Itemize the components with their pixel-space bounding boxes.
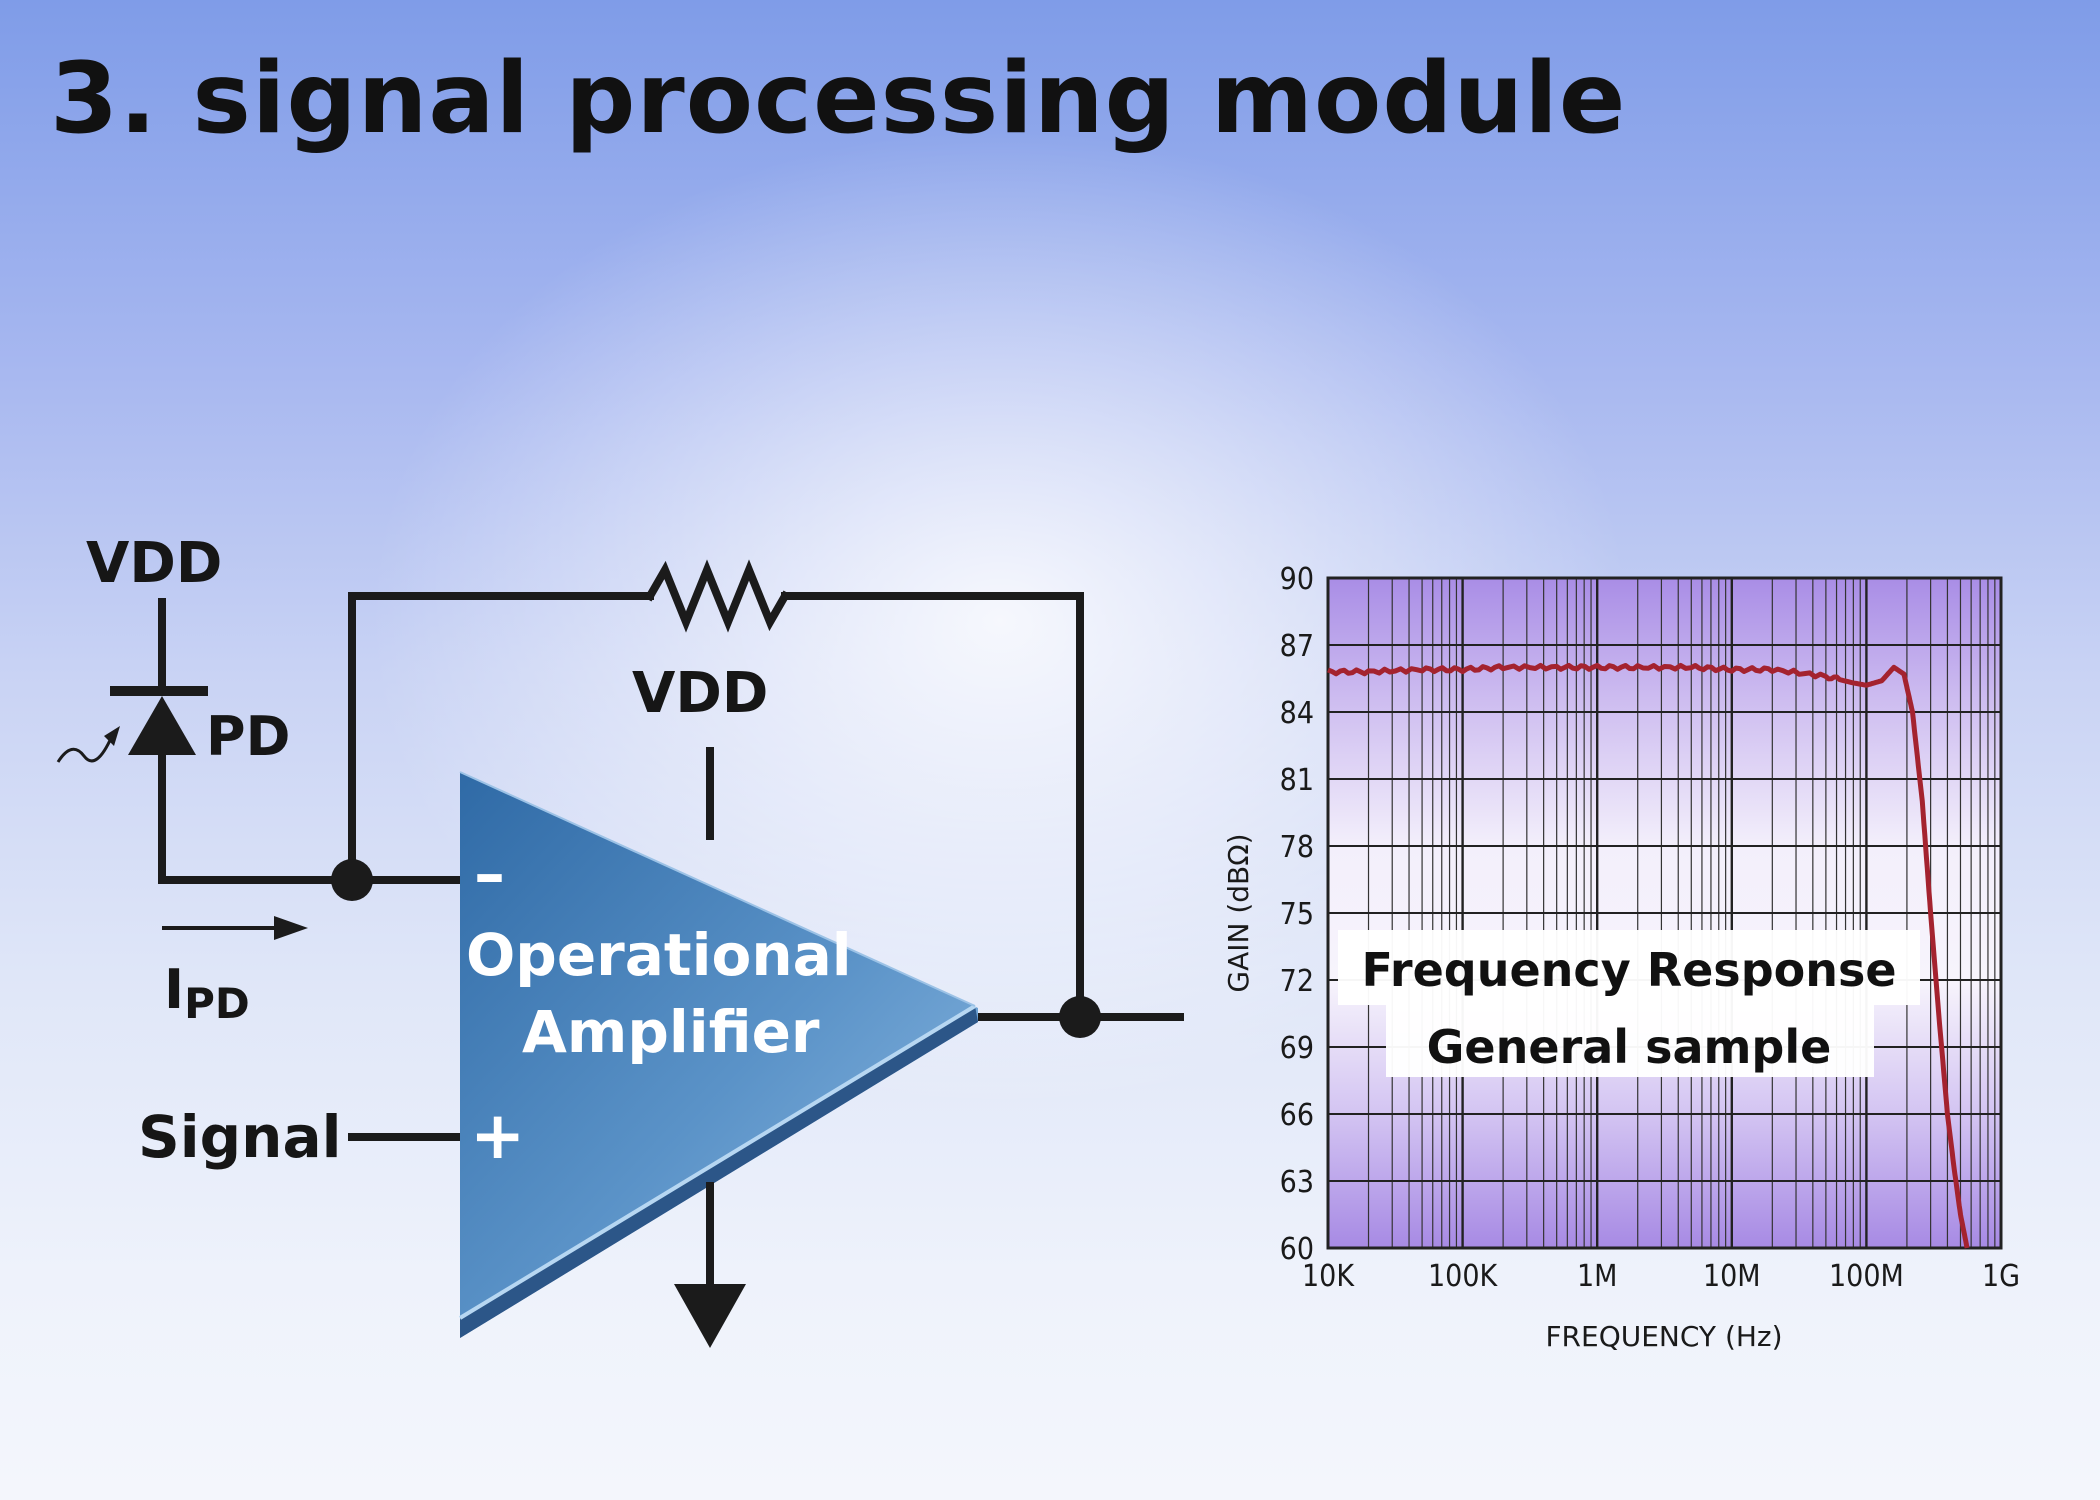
plus-terminal: + — [470, 1097, 525, 1174]
amp-label-line1: Operational — [466, 921, 852, 989]
page-title: 3. signal processing module — [50, 42, 1627, 156]
y-tick-label: 63 — [1280, 1165, 1314, 1200]
y-tick-label: 72 — [1280, 964, 1314, 999]
y-tick-label: 78 — [1280, 830, 1314, 865]
y-tick-label: 75 — [1280, 897, 1314, 932]
plot-frame — [1326, 576, 2003, 1250]
resistor-icon — [644, 559, 791, 633]
junction-node-input — [331, 859, 373, 901]
x-tick-label: 100M — [1829, 1259, 1904, 1294]
ipd-label: IPD — [164, 958, 250, 1028]
y-tick-label: 66 — [1280, 1098, 1314, 1133]
current-arrow-icon — [162, 916, 308, 940]
pd-to-node-wire — [158, 751, 356, 884]
x-tick-label: 10K — [1302, 1259, 1355, 1294]
x-tick-labels: 10K 100K 1M 10M 100M 1G — [1302, 1259, 2020, 1294]
pd-label: PD — [206, 705, 290, 768]
y-tick-label: 60 — [1280, 1232, 1314, 1267]
junction-node-output — [1059, 996, 1101, 1038]
ipd-subscript: PD — [184, 979, 250, 1028]
series-gain-line — [1327, 662, 1970, 1249]
y-tick-label: 69 — [1280, 1031, 1314, 1066]
light-arrow-icon — [56, 726, 120, 763]
vdd-top-label: VDD — [86, 531, 222, 596]
op-amp-body — [458, 771, 978, 1338]
annotation-line2: General sample — [1427, 1020, 1832, 1074]
circuit-diagram: VDD PD IPD VDD – + Operational Amplifier… — [56, 531, 1184, 1348]
annotation-line1: Frequency Response — [1361, 943, 1896, 997]
y-tick-labels: 90 87 84 81 78 75 72 69 66 63 60 — [1280, 562, 1314, 1267]
ipd-main: I — [164, 958, 184, 1021]
annotation-box: Frequency Response General sample — [1338, 930, 1920, 1077]
amp-label-line2: Amplifier — [522, 998, 820, 1066]
x-tick-label: 10M — [1703, 1259, 1761, 1294]
x-axis-label: FREQUENCY (Hz) — [1545, 1320, 1782, 1353]
vdd-amp-label: VDD — [632, 661, 768, 726]
x-tick-label: 100K — [1428, 1259, 1499, 1294]
signal-label: Signal — [138, 1103, 341, 1171]
y-tick-label: 84 — [1280, 696, 1314, 731]
ground-arrow-icon — [674, 1284, 746, 1348]
y-tick-label: 87 — [1280, 629, 1314, 664]
photodiode-icon — [110, 686, 208, 755]
feedback-wire — [348, 592, 654, 884]
feedback-wire-right — [781, 592, 1084, 1021]
x-tick-label: 1G — [1982, 1259, 2020, 1294]
x-tick-label: 1M — [1577, 1259, 1617, 1294]
y-tick-label: 90 — [1280, 562, 1314, 597]
minus-terminal: – — [474, 837, 505, 910]
y-tick-label: 81 — [1280, 763, 1314, 798]
y-axis-label: GAIN (dBΩ) — [1222, 833, 1255, 992]
